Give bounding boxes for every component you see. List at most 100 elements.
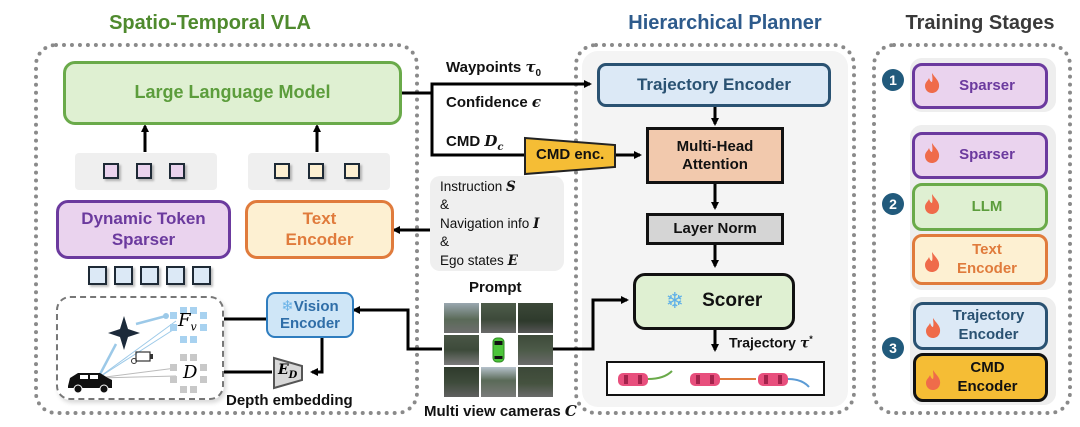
spatial-scene: Fv D [56,296,224,400]
camera-view [481,303,516,333]
vision-encoder-label-line2: Encoder [279,315,340,332]
stage-2-text-label-line2: Encoder [956,259,1017,277]
flame-icon [923,72,941,100]
ego-line: Ego states E [440,252,518,269]
vision-to-ed-arrow [310,337,324,376]
waypoints-arrow [430,80,592,93]
token [274,163,290,179]
stage-2-text-encoder: Text Encoder [912,234,1048,285]
sparser-label-line2: Sparser [111,229,176,249]
mha-label-line2: Attention [682,155,748,173]
stage-3-cmd-label-line2: Encoder [957,377,1018,395]
text-encoder-box: Text Encoder [245,200,394,259]
stage-2-text-label-line1: Text [972,240,1002,258]
depth-encoder-label: ED [278,362,298,381]
section-title-vla: Spatio-Temporal VLA [109,12,311,34]
feature-label: Fv [178,310,197,334]
prompt-box [430,176,564,271]
depth-embedding-label: Depth embedding [226,392,353,409]
sparser-token-strip [75,153,217,190]
token [103,163,119,179]
camera-view [444,367,479,397]
stage-2-llm-label: LLM [971,197,1003,215]
depth-encoder [273,356,303,390]
cameras-to-scorer-arrow [553,296,629,351]
amp-1: & [440,197,450,213]
confidence-label: Confidence ϵ [446,93,541,111]
trajectory-candidates-box [606,361,825,396]
trajectory-out-label: Trajectory τ* [729,334,813,352]
token [114,266,133,285]
camera-view [518,303,553,333]
camera-view [518,367,553,397]
text-token-strip [248,153,390,190]
text-encoder-label-line2: Encoder [285,229,354,249]
vision-encoder-label-line1: ❄Vision [281,297,339,315]
cmd-encoder-shape [524,136,616,176]
amp-2: & [440,234,450,250]
waypoints-label: Waypoints τ0 [446,58,542,79]
depth-label: D [183,362,198,383]
text-encoder-label-line1: Text [302,209,337,229]
stages-panel [872,43,1072,415]
cameras-label: Multi view cameras C [424,402,577,420]
llm-box: Large Language Model [63,61,402,125]
token [344,163,360,179]
green-car-icon [492,337,505,363]
stage-2-sparser: Sparser [912,132,1048,179]
stage-3-traj-label-line2: Encoder [958,326,1019,343]
camera-view [444,335,479,365]
stage-2-sparser-label: Sparser [959,146,1015,164]
trajectory-candidate [690,373,756,386]
prompt-label: Prompt [469,279,522,296]
trajectory-candidate [758,373,810,388]
flame-icon [924,317,942,345]
token [308,163,324,179]
stage-3-cmd-encoder: CMD Encoder [913,353,1048,402]
trajectory-encoder-label: Trajectory Encoder [636,74,791,94]
camera-view [444,303,479,333]
stage-3-traj-label-line1: Trajectory [952,307,1025,325]
token [166,266,185,285]
flame-icon [923,142,941,170]
navigation-line: Navigation info I [440,215,540,232]
snowflake-icon: ❄ [281,297,294,315]
snowflake-icon: ❄ [665,288,685,314]
cameras-to-vision-arrow [352,306,442,351]
depth-grid-d [170,354,207,393]
token [136,163,152,179]
stage-3-trajectory-encoder: Trajectory Encoder [913,302,1048,350]
vision-encoder-box: ❄Vision Encoder [266,292,354,338]
trajectory-encoder-box: Trajectory Encoder [597,63,831,107]
feature-symbol: F [178,310,191,331]
stage-1-sparser: Sparser [912,63,1048,109]
llm-label: Large Language Model [134,82,331,103]
section-title-stages: Training Stages [905,12,1055,34]
ego-car-topdown [481,335,516,365]
scorer-label: Scorer [702,290,763,312]
stage-2-llm: LLM [912,183,1048,231]
cmd-line [430,93,525,157]
token [140,266,159,285]
layer-norm-box: Layer Norm [646,213,784,245]
flame-icon [923,251,941,279]
stage-1-badge: 1 [882,69,904,91]
mha-label-line1: Multi-Head [676,137,754,155]
instruction-line: Instruction S [440,179,516,195]
trajectory-candidate [618,370,673,386]
scorer-box: ❄ Scorer [633,273,795,330]
ego-car-icon [68,373,112,394]
feature-sub: v [190,320,197,334]
stage-3-cmd-label-line1: CMD [970,358,1005,376]
target-star-icon [108,316,140,350]
dynamic-token-sparser-box: Dynamic Token Sparser [56,200,231,259]
camera-view [518,335,553,365]
prompt-text: Instruction S & Navigation info I & Ego … [440,178,539,270]
section-title-planner: Hierarchical Planner [628,12,822,34]
camera-icon [131,351,153,364]
cmd-enc-label: CMD enc. [536,146,605,163]
token [192,266,211,285]
token [88,266,107,285]
multi-head-attention-box: Multi-Head Attention [646,127,784,184]
stage-3-badge: 3 [882,337,904,359]
